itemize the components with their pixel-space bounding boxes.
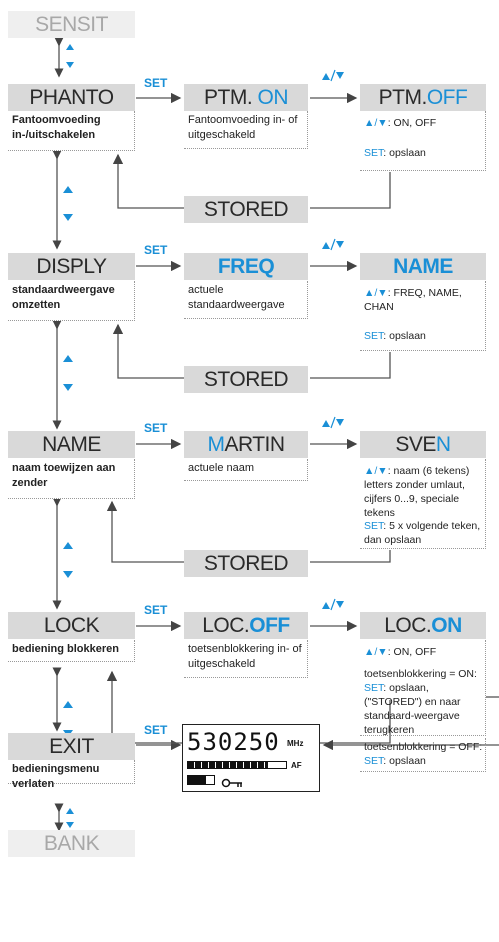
disply-value-name[interactable]: NAME <box>360 253 486 280</box>
key-lock-icon <box>221 775 243 788</box>
menu-bank[interactable]: BANK <box>8 830 135 857</box>
set-label: SET <box>144 723 168 737</box>
phanto-off-prefix: PTM. <box>378 86 428 109</box>
name-description: naam toewijzen aan zender <box>8 459 135 499</box>
lock-description: bediening blokkeren <box>8 640 135 662</box>
lock-on-heading: toetsenblokkering = ON: <box>364 668 477 680</box>
lcd-display: 530250 MHz AF <box>182 724 320 792</box>
menu-name[interactable]: NAME <box>8 431 135 458</box>
lcd-af-meter <box>187 761 287 769</box>
disply-value-description: actuele standaardweergave <box>184 281 308 319</box>
battery-icon <box>187 775 215 785</box>
disply-stored: STORED <box>184 366 308 393</box>
disply-info-set: SET: opslaan <box>364 330 426 342</box>
lock-on-info: SET: opslaan, ("STORED") en naar standaa… <box>364 682 461 736</box>
menu-disply[interactable]: DISPLY <box>8 253 135 280</box>
name-stored: STORED <box>184 550 308 577</box>
name-info-box: ▲/▼: naam (6 tekens) letters zonder umla… <box>360 459 486 549</box>
lcd-mhz-label: MHz <box>287 739 304 748</box>
phanto-value-suffix: ON <box>257 86 289 109</box>
phanto-info-set: SET: opslaan <box>364 147 426 159</box>
phanto-value-prefix: PTM. <box>204 86 258 109</box>
menu-phanto[interactable]: PHANTO <box>8 84 135 111</box>
disply-info-keys: ▲/▼: FREQ, NAME, CHAN <box>364 287 462 313</box>
menu-lock[interactable]: LOCK <box>8 612 135 639</box>
set-label: SET <box>144 421 168 435</box>
menu-sensit[interactable]: SENSIT <box>8 11 135 38</box>
lcd-af-label: AF <box>291 761 302 770</box>
lock-off-info-box: toetsenblokkering = OFF: SET: opslaan <box>360 738 486 772</box>
phanto-info-box: ▲/▼: ON, OFF SET: opslaan <box>360 111 486 171</box>
name-value-description: actuele naam <box>184 459 308 481</box>
phanto-info-keys: ▲/▼: ON, OFF <box>364 117 437 129</box>
lock-info-keys: ▲/▼: ON, OFF <box>364 646 437 658</box>
set-label: SET <box>144 603 168 617</box>
lock-value-on[interactable]: LOC.ON <box>360 612 486 639</box>
lcd-frequency: 530250 <box>187 728 280 756</box>
name-value-current[interactable]: MARTIN <box>184 431 308 458</box>
updown-arrows <box>63 44 344 828</box>
phanto-stored: STORED <box>184 196 308 223</box>
name-info-keys: ▲/▼: naam (6 tekens) letters zonder umla… <box>364 465 470 519</box>
phanto-value-off[interactable]: PTM.OFF <box>360 84 486 111</box>
exit-description: bedieningsmenu verlaten <box>8 760 135 790</box>
lock-off-heading: toetsenblokkering = OFF: <box>364 741 483 753</box>
disply-value-freq[interactable]: FREQ <box>184 253 308 280</box>
lock-value-description: toetsenblokkering in- of uitgeschakeld <box>184 640 308 678</box>
phanto-off-suffix: OFF <box>426 86 468 109</box>
disply-description: standaardweergave omzetten <box>8 281 135 321</box>
disply-info-box: ▲/▼: FREQ, NAME, CHAN SET: opslaan <box>360 281 486 351</box>
name-info-set: SET: 5 x volgende teken, dan opslaan <box>364 520 481 546</box>
set-label: SET <box>144 76 168 90</box>
menu-exit[interactable]: EXIT <box>8 733 135 760</box>
lock-info-box: ▲/▼: ON, OFF toetsenblokkering = ON: SET… <box>360 640 486 736</box>
phanto-description: Fantoomvoeding in-/uitschakelen <box>8 111 135 151</box>
lock-off-info: SET: opslaan <box>364 755 426 767</box>
phanto-value-description: Fantoomvoeding in- of uitgeschakeld <box>184 111 308 149</box>
set-label: SET <box>144 243 168 257</box>
lock-value-off[interactable]: LOC.OFF <box>184 612 308 639</box>
phanto-value-on[interactable]: PTM. ON <box>184 84 308 111</box>
name-value-new[interactable]: SVEN <box>360 431 486 458</box>
